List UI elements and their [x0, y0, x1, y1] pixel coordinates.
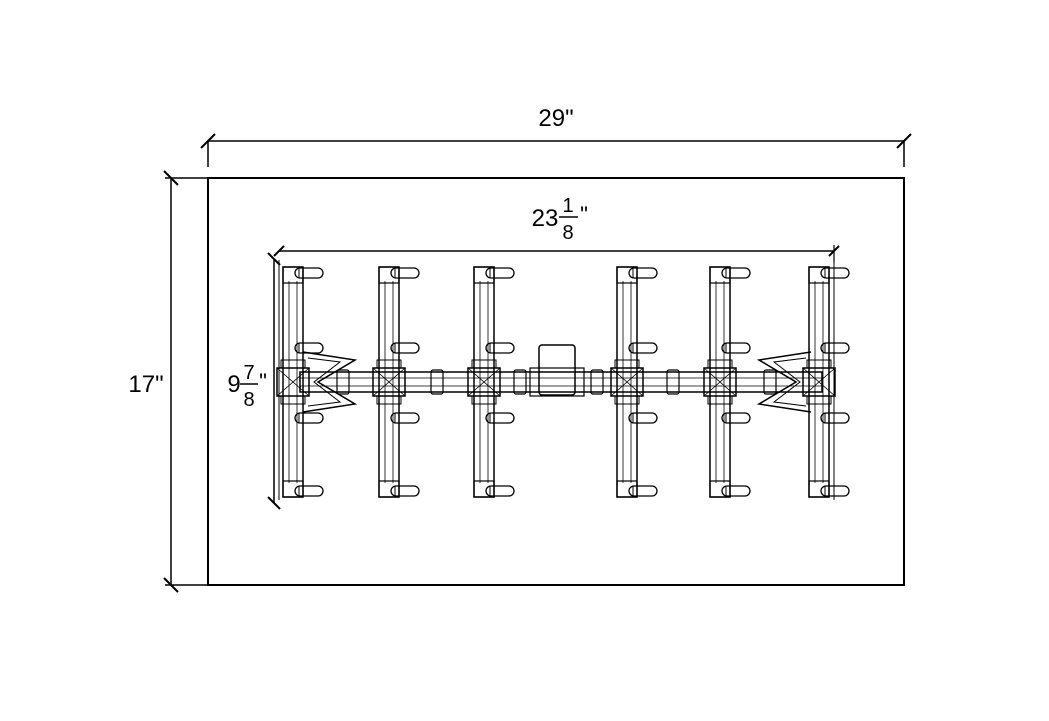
inner-height-whole: 9 [227, 371, 240, 398]
outer-height-label: 17" [128, 371, 163, 398]
arm-2 [372, 266, 420, 498]
arm-5-cup-2 [721, 342, 751, 354]
junction-box [538, 344, 576, 396]
arm-1-cup-4 [294, 485, 324, 497]
arm-4-cup-1 [628, 267, 658, 279]
outer-outline [207, 177, 905, 586]
fixture-bounding-lines [278, 260, 835, 500]
inner-height-unit: " [259, 369, 267, 394]
arm-2-cup-2 [390, 342, 420, 354]
outer-height-dimension: 17" [128, 170, 208, 593]
spine-coupler-4 [590, 369, 604, 395]
inner-height-denominator: 8 [243, 389, 254, 411]
arm-4-cup-3 [628, 412, 658, 424]
arm-3-cup-2 [485, 342, 515, 354]
arm-5-cup-4 [721, 485, 751, 497]
arm-5 [703, 266, 751, 498]
inner-width-dimension: 23 1 8 " [273, 195, 840, 262]
inner-width-numerator: 1 [562, 195, 573, 217]
inner-width-whole: 23 [532, 205, 559, 232]
outer-width-dimension: 29" [200, 105, 912, 167]
left-end-connector [302, 351, 358, 413]
inner-height-dimension: 9 7 8 " [227, 252, 281, 510]
arm-5-cup-1 [721, 267, 751, 279]
inner-width-unit: " [580, 202, 588, 227]
spine-coupler-1 [336, 369, 350, 395]
inner-width-denominator: 8 [562, 222, 573, 244]
arm-3 [467, 266, 515, 498]
outer-width-label: 29" [538, 105, 573, 132]
spine-coupler-2 [430, 369, 444, 395]
inner-height-numerator: 7 [243, 362, 254, 384]
arm-2-cup-3 [390, 412, 420, 424]
arm-6-cup-1 [820, 267, 850, 279]
spine-coupler-6 [763, 369, 777, 395]
arm-6-cup-2 [820, 342, 850, 354]
arm-5-cup-3 [721, 412, 751, 424]
arm-6 [802, 266, 850, 498]
arm-4 [610, 266, 658, 498]
spine-coupler-5 [666, 369, 680, 395]
arm-4-cup-2 [628, 342, 658, 354]
arm-3-cup-3 [485, 412, 515, 424]
arm-2-cup-1 [390, 267, 420, 279]
arm-3-cup-1 [485, 267, 515, 279]
fixture-arms [276, 266, 850, 498]
spine-coupler-3 [513, 369, 527, 395]
arm-4-cup-4 [628, 485, 658, 497]
central-spine [299, 344, 823, 397]
arm-3-cup-4 [485, 485, 515, 497]
arm-2-cup-4 [390, 485, 420, 497]
right-end-connector [756, 351, 812, 413]
arm-1-cup-3 [294, 412, 324, 424]
arm-1-cup-1 [294, 267, 324, 279]
arm-6-cup-4 [820, 485, 850, 497]
arm-6-cup-3 [820, 412, 850, 424]
